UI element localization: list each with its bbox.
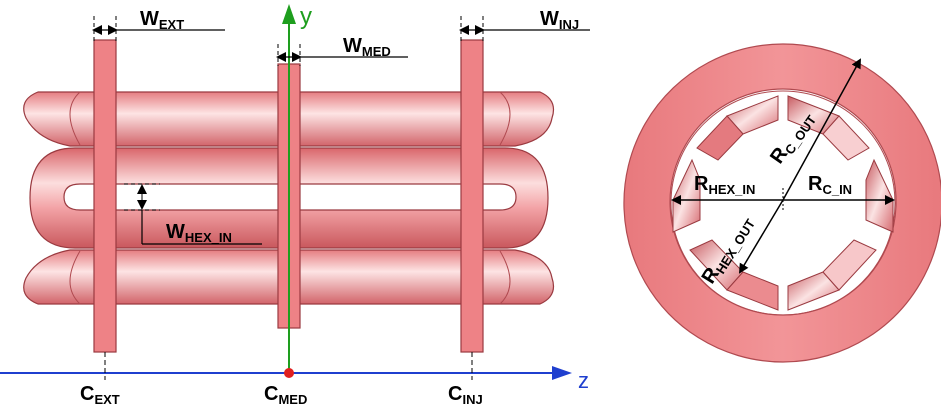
w-ext-dimension: WEXT xyxy=(92,8,225,42)
r-c-out-arrow xyxy=(782,58,861,201)
c-med-label: CMED xyxy=(264,383,307,407)
plate-inj xyxy=(460,39,484,353)
svg-text:WMED: WMED xyxy=(343,35,391,59)
origin-point xyxy=(284,368,294,378)
svg-text:WINJ: WINJ xyxy=(540,8,579,32)
plate-ext xyxy=(93,39,117,353)
z-axis-arrowhead xyxy=(552,366,572,380)
w-med-dimension: WMED xyxy=(276,35,408,66)
w-inj-dimension: WINJ xyxy=(459,8,590,42)
r-c-in-label: RC_IN xyxy=(808,173,852,197)
y-axis-arrowhead xyxy=(282,4,296,24)
r-hex-in-label: RHEX_IN xyxy=(694,173,755,197)
c-ext-label: CEXT xyxy=(80,383,120,407)
c-inj-label: CINJ xyxy=(448,383,483,407)
z-axis-label: z xyxy=(578,368,589,393)
svg-text:WEXT: WEXT xyxy=(140,8,184,32)
r-hex-out-arrow xyxy=(738,199,784,274)
hex-segments xyxy=(672,95,894,311)
svg-text:WHEX_IN: WHEX_IN xyxy=(166,221,232,245)
w-hex-in-dimension: WHEX_IN xyxy=(124,183,262,245)
y-axis-label: y xyxy=(300,3,312,30)
front-view xyxy=(623,43,941,363)
